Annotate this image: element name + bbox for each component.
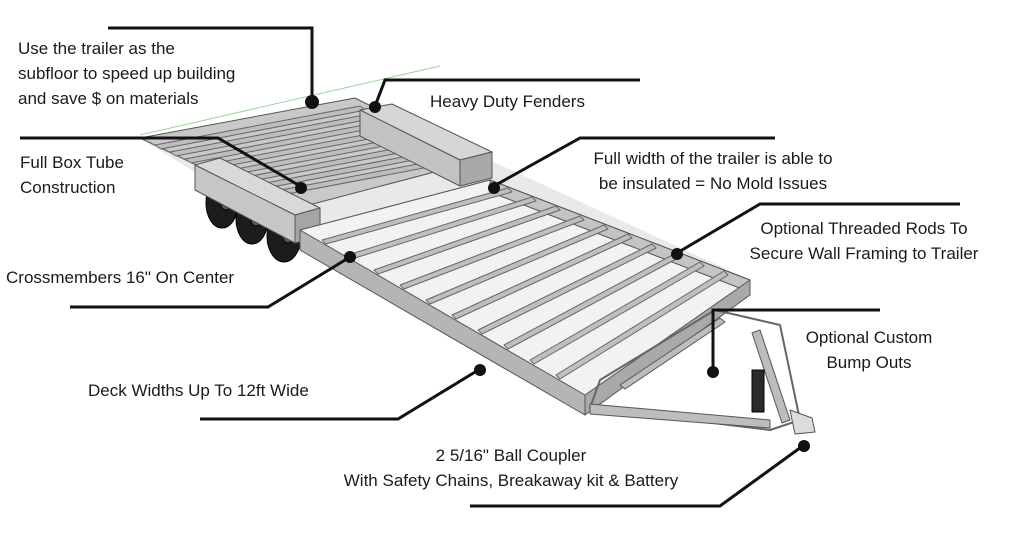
callout-coupler-line-2: With Safety Chains, Breakaway kit & Batt… [343,471,679,490]
leader-bump-outs [711,308,880,370]
leader-box-tube [20,136,301,188]
leader-insulated [493,136,775,188]
callout-bump-outs-line-2: Bump Outs [826,353,912,372]
callout-deck-widths-line-1: Deck Widths Up To 12ft Wide [88,381,309,400]
callout-crossmembers-line-1: Crossmembers 16" On Center [6,268,235,287]
tongue-jack [751,369,765,413]
callout-coupler-line-1: 2 5/16" Ball Coupler [435,446,587,465]
leader-dots [295,95,810,452]
callout-bump-outs: Optional Custom Bump Outs [788,325,950,375]
callout-fenders-line-1: Heavy Duty Fenders [430,92,585,111]
callout-subfloor: Use the trailer as the subfloor to speed… [18,36,235,111]
callout-subfloor-line-3: and save $ on materials [18,89,199,108]
callout-fenders: Heavy Duty Fenders [430,89,585,114]
callout-subfloor-line-2: subfloor to speed up building [18,64,236,83]
callout-box-tube-line-2: Construction [20,178,116,197]
leader-crossmembers [70,255,351,309]
callout-insulated: Full width of the trailer is able to be … [568,146,858,196]
callout-threaded-rods: Optional Threaded Rods To Secure Wall Fr… [728,216,1000,266]
leader-threaded-rods [676,202,960,255]
leader-fenders [373,78,640,107]
callout-crossmembers: Crossmembers 16" On Center [6,265,234,290]
callout-deck-widths: Deck Widths Up To 12ft Wide [88,378,309,403]
guide-line [139,65,441,136]
callout-threaded-rods-line-1: Optional Threaded Rods To [760,219,968,238]
callout-coupler: 2 5/16" Ball Coupler With Safety Chains,… [306,443,716,493]
callout-threaded-rods-line-2: Secure Wall Framing to Trailer [749,244,979,263]
leader-deck-widths [200,367,481,421]
front-crossmembers [321,187,729,380]
ball-coupler-shape [789,409,816,435]
callout-subfloor-line-1: Use the trailer as the [18,39,175,58]
callout-insulated-line-1: Full width of the trailer is able to [593,149,833,168]
callout-insulated-line-2: be insulated = No Mold Issues [598,174,828,193]
leader-lines [20,26,960,508]
callout-box-tube-line-1: Full Box Tube [20,153,124,172]
leader-subfloor [108,26,314,100]
callout-bump-outs-line-1: Optional Custom [805,328,933,347]
callout-box-tube: Full Box Tube Construction [20,150,124,200]
leader-coupler [470,443,805,508]
